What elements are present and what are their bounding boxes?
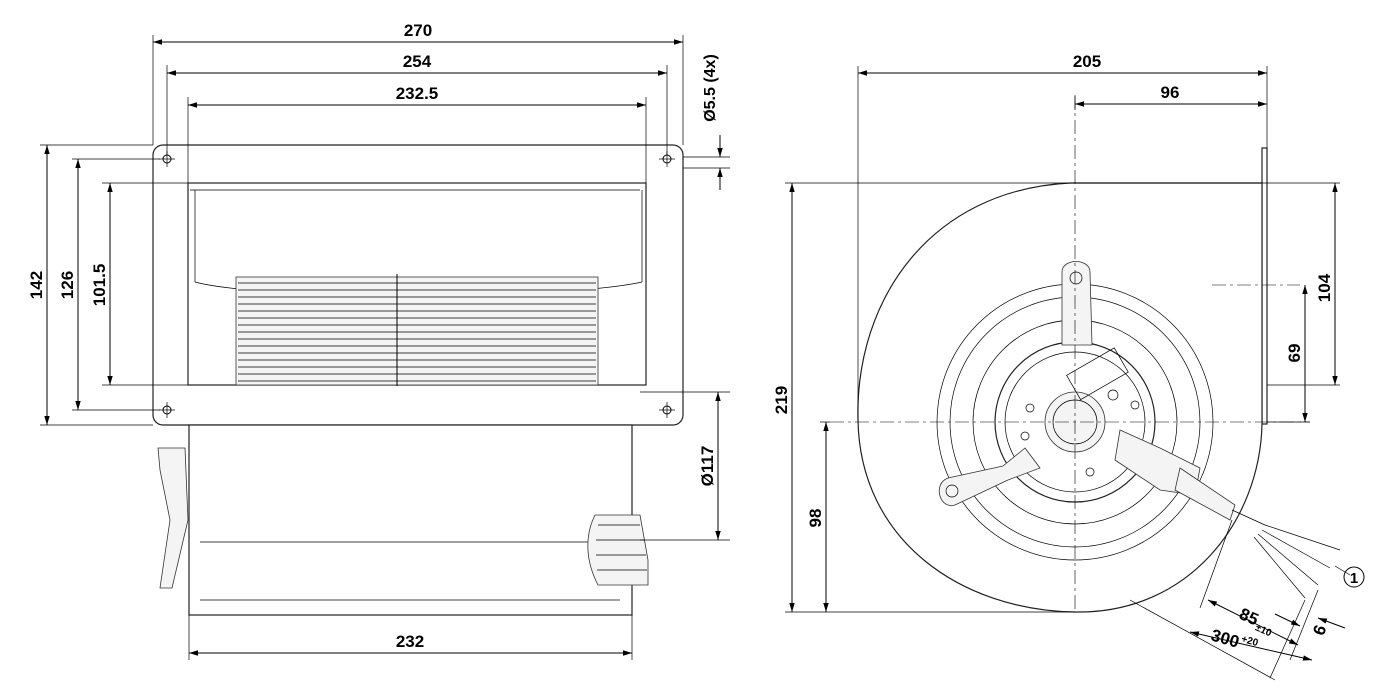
side-view: 205 96 219 98 104 69 85 ±10 300 +20 6 1 — [772, 52, 1365, 681]
dim-outlet-offset: 69 — [1285, 344, 1304, 363]
motor-arm-left — [938, 447, 1041, 506]
outlet-flange — [1261, 147, 1268, 425]
cable-outlet — [1174, 467, 1236, 521]
mounting-hole — [659, 402, 675, 418]
dim-outlet-height: 104 — [1315, 273, 1334, 302]
dim-width-overall: 270 — [404, 21, 432, 40]
dim-height-overall: 142 — [27, 271, 46, 299]
dim-axis-height: 98 — [806, 509, 825, 528]
dim-wire-strip: 6 — [1309, 622, 1330, 637]
dim-height-opening: 101.5 — [90, 264, 109, 307]
dim-depth-axis: 96 — [1161, 83, 1180, 102]
callout-number: 1 — [1350, 570, 1358, 587]
dim-height-holes: 126 — [58, 271, 77, 299]
callout-circle — [1343, 566, 1365, 588]
inlet-ring — [587, 514, 649, 586]
impeller-wheel — [235, 274, 599, 386]
dim-inlet-diameter: Ø117 — [698, 446, 717, 487]
scroll-housing — [188, 424, 633, 616]
front-view: 270 254 232.5 232 142 126 101.5 Ø117 Ø5.… — [27, 21, 730, 660]
dim-housing-width: 232 — [396, 632, 424, 651]
dim-hole-diameter: Ø5.5 (4x) — [702, 54, 719, 122]
dim-height-overall-side: 219 — [772, 386, 791, 414]
dim-cable-length: 300 — [1209, 626, 1242, 652]
cable — [157, 447, 189, 589]
dim-width-opening: 232.5 — [396, 84, 439, 103]
dim-cable-length-tol: +20 — [1240, 634, 1260, 649]
dim-depth-overall: 205 — [1073, 52, 1101, 71]
dim-width-holes: 254 — [403, 52, 432, 71]
mounting-hole — [159, 402, 175, 418]
motor-arm-top — [1061, 261, 1093, 346]
